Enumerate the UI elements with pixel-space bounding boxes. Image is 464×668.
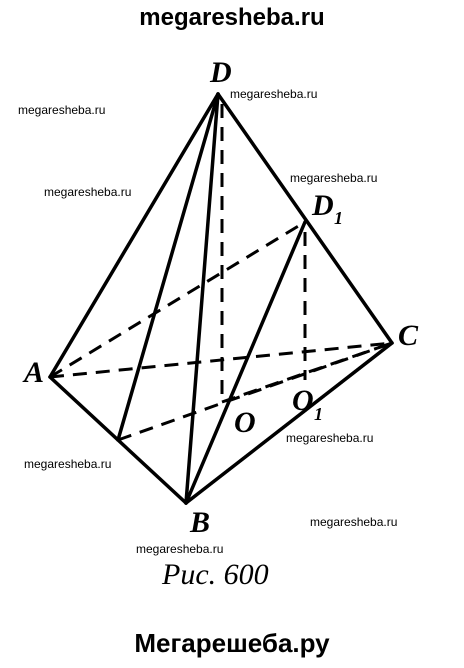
header-site-title: megaresheba.ru	[139, 4, 325, 31]
edge-A-D1	[49, 220, 306, 379]
edge-B-D1	[184, 220, 307, 505]
vertex-label-D1-sub: 1	[334, 208, 343, 228]
watermark: megaresheba.ru	[18, 103, 105, 117]
watermark: megaresheba.ru	[44, 185, 131, 199]
vertex-label-B: B	[189, 506, 210, 539]
vertex-label-O1-sub: 1	[314, 404, 323, 424]
edge-DA	[48, 92, 220, 379]
vertex-label-D: D	[209, 56, 232, 89]
watermark: megaresheba.ru	[310, 515, 397, 529]
vertex-label-O: O	[234, 406, 256, 439]
watermark: megaresheba.ru	[286, 431, 373, 445]
edge-D-midAB	[116, 92, 220, 442]
edge-DB	[184, 92, 220, 505]
figure-caption: Рис. 600	[161, 558, 269, 591]
vertex-label-C: C	[398, 319, 419, 352]
edge-BC	[184, 341, 394, 505]
edge-DC	[216, 92, 394, 345]
dashed-edges	[49, 104, 393, 505]
watermark: megaresheba.ru	[230, 87, 317, 101]
vertex-label-O1: O	[292, 384, 314, 417]
watermark: megaresheba.ru	[136, 542, 223, 556]
watermark: megaresheba.ru	[24, 457, 111, 471]
vertex-label-A: A	[22, 356, 44, 389]
watermark: megaresheba.ru	[290, 171, 377, 185]
solid-edges	[48, 92, 394, 505]
line-B-C	[185, 341, 393, 505]
footer-site-title: Мегарешеба.ру	[134, 628, 330, 658]
vertex-label-D1: D	[311, 189, 334, 222]
line-O-C	[221, 341, 393, 404]
